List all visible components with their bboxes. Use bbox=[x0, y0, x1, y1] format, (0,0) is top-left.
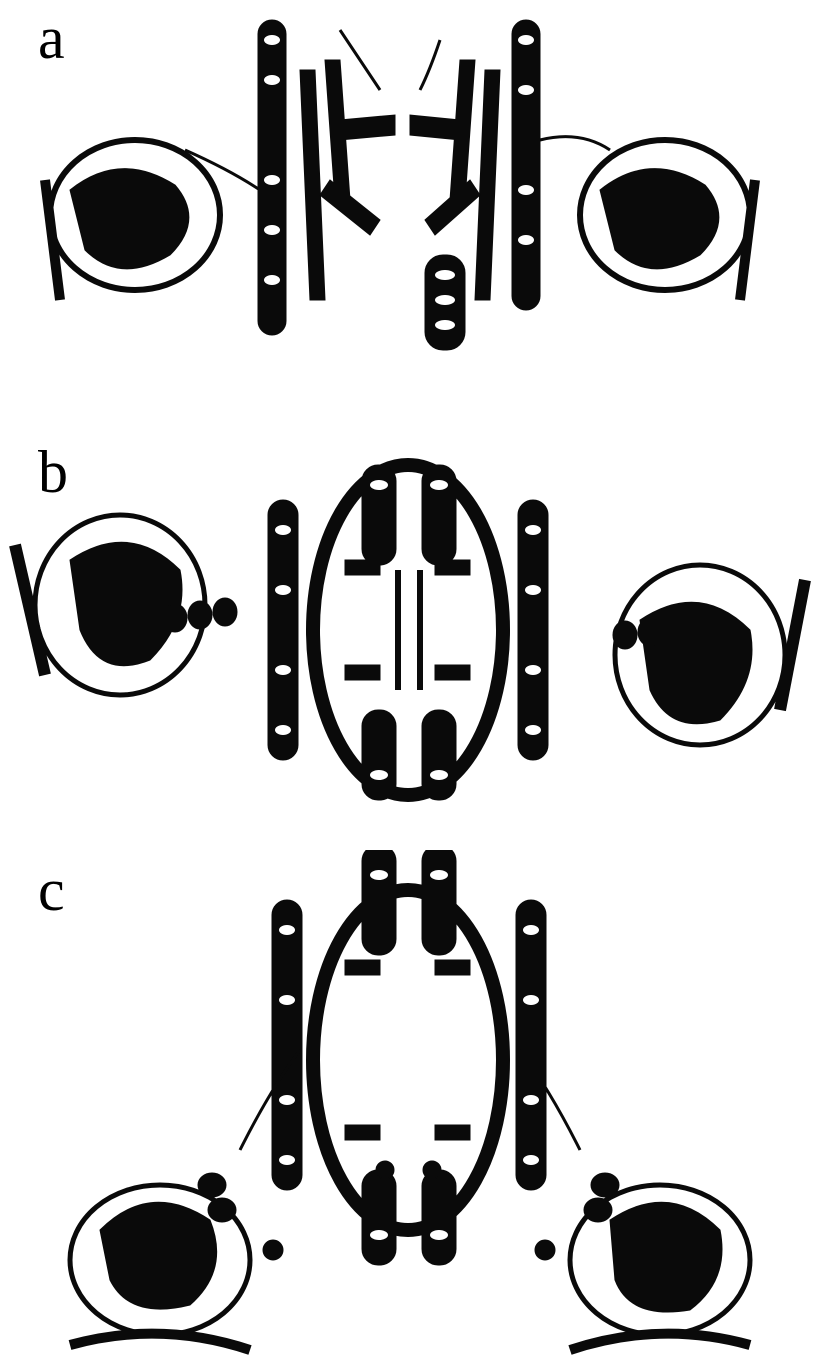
globular-domain-right bbox=[540, 137, 755, 300]
globular-domain-left bbox=[45, 140, 260, 300]
protein-structure-c bbox=[0, 850, 818, 1355]
central-barrel bbox=[263, 850, 555, 1265]
protein-structure-b bbox=[0, 430, 818, 830]
panel-a: a bbox=[0, 0, 818, 400]
globular-domain-right bbox=[520, 1050, 750, 1350]
panel-c: c bbox=[0, 850, 818, 1355]
helix-linker-right bbox=[613, 618, 662, 649]
panel-b: b bbox=[0, 430, 818, 830]
central-barrel bbox=[268, 465, 548, 800]
helix-column-right bbox=[512, 20, 540, 310]
helix-column-left bbox=[258, 20, 286, 335]
beta-sheet-left bbox=[300, 30, 395, 300]
globular-domain-left bbox=[15, 515, 237, 695]
protein-structure-a bbox=[0, 0, 818, 400]
globular-domain-right bbox=[613, 565, 805, 745]
helix-bottom bbox=[425, 255, 465, 350]
helix-linker-left bbox=[198, 1173, 236, 1222]
globular-domain-left bbox=[70, 1050, 300, 1350]
